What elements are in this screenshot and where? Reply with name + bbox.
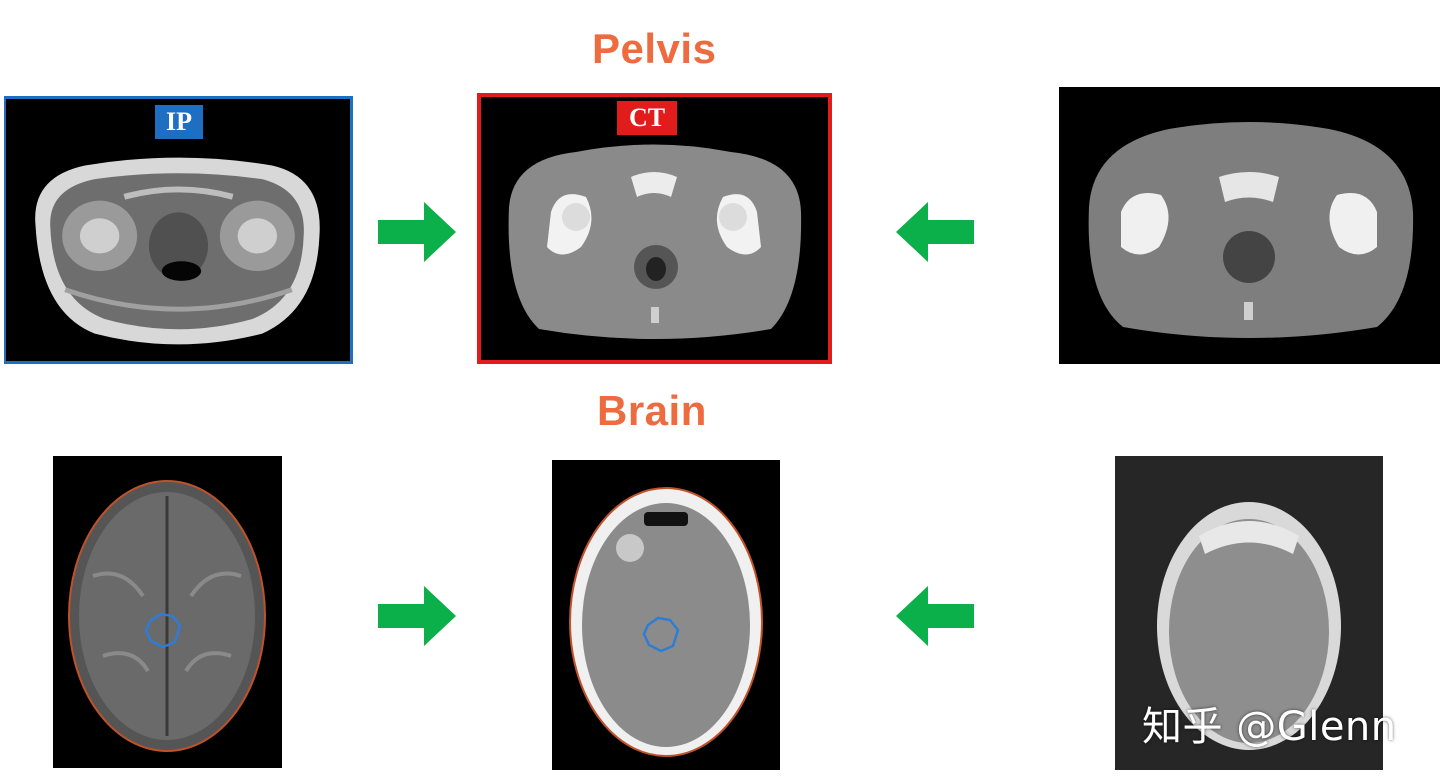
watermark-text: 知乎 @Glenn — [1142, 704, 1397, 750]
arrow-left-icon — [894, 586, 974, 646]
brain-mri-image — [53, 456, 282, 768]
brain-cbct-image — [1115, 456, 1383, 770]
pelvis-title: Pelvis — [592, 25, 717, 72]
arrow-left-icon — [894, 202, 974, 262]
ct-tag: CT — [617, 101, 677, 135]
arrow-right-icon — [378, 586, 458, 646]
brain-title: Brain — [597, 387, 707, 434]
ip-tag: IP — [155, 105, 203, 139]
pelvis-cbct-image — [1059, 87, 1440, 364]
arrow-right-icon — [378, 202, 458, 262]
brain-ct-image — [552, 460, 780, 770]
pelvis-mri-ip-image: IP — [4, 96, 353, 364]
pelvis-ct-image: CT — [477, 93, 832, 364]
